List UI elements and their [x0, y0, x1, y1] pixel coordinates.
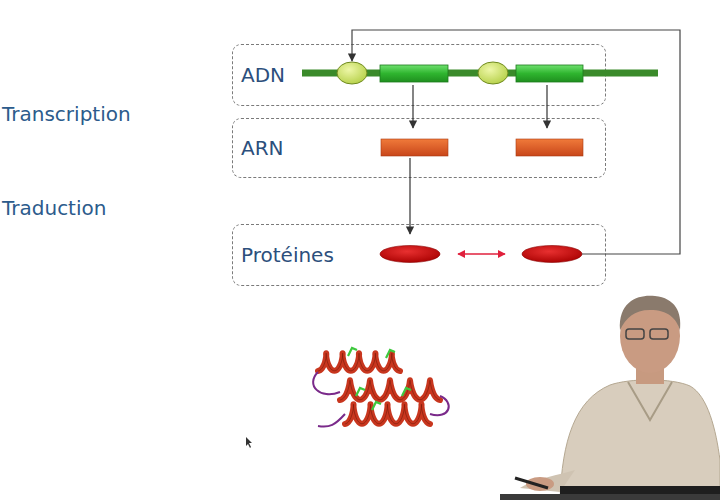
rna-block	[516, 139, 583, 156]
protein-helix-edge	[340, 380, 440, 400]
section-box: ARN	[232, 118, 606, 178]
box-title: ADN	[241, 63, 285, 87]
side-chain	[356, 388, 365, 396]
feedback-line	[352, 30, 680, 254]
step-label: Transcription	[2, 102, 131, 126]
translation-arrow	[409, 158, 410, 234]
protein-ellipse	[522, 246, 582, 263]
protein-helix	[345, 404, 430, 424]
box-title: Protéines	[241, 243, 334, 267]
promoter-ellipse	[478, 62, 508, 84]
dna-strand	[302, 70, 658, 77]
pen	[515, 478, 548, 488]
protein-helix-edge	[318, 353, 400, 371]
protein-ellipse	[380, 246, 440, 263]
person-collar	[628, 382, 672, 420]
glasses-left	[626, 329, 644, 339]
side-chain	[386, 350, 395, 358]
person-neck	[636, 366, 664, 384]
person-arm	[520, 470, 575, 492]
side-chain	[402, 388, 411, 396]
desk-device	[560, 486, 720, 500]
section-box: Protéines	[232, 224, 606, 286]
person-body	[560, 380, 720, 500]
section-box: ADN	[232, 44, 606, 106]
gene-block	[380, 65, 448, 82]
rna-block	[381, 139, 448, 156]
protein-helix	[340, 380, 440, 400]
gene-block	[516, 65, 583, 82]
desk-edge	[500, 494, 720, 500]
interaction-arrow	[458, 253, 505, 254]
person-hand	[526, 477, 554, 491]
promoter-ellipse	[337, 62, 367, 84]
transcription-arrow	[412, 85, 413, 128]
glasses-right	[650, 329, 668, 339]
person-head	[620, 299, 680, 373]
protein-helix	[318, 353, 400, 371]
side-chain	[348, 348, 357, 356]
person-hair	[620, 296, 680, 330]
box-title: ARN	[241, 136, 284, 160]
step-label: Traduction	[2, 196, 106, 220]
side-chain	[372, 402, 381, 410]
protein-loop	[313, 372, 449, 427]
protein-helix-edge	[345, 404, 430, 424]
transcription-arrow	[546, 85, 547, 128]
mouse-cursor	[246, 437, 252, 448]
